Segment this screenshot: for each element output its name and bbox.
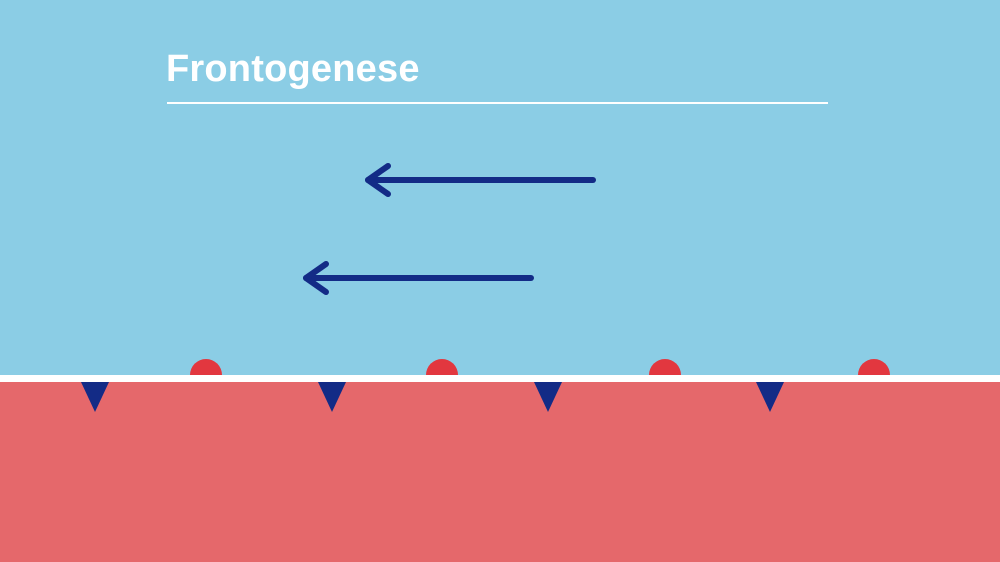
warm-front-semicircle bbox=[426, 359, 458, 375]
cold-front-triangle bbox=[534, 382, 562, 412]
warm-front-semicircle bbox=[649, 359, 681, 375]
title-underline bbox=[167, 102, 828, 104]
cold-front-triangle bbox=[318, 382, 346, 412]
wind-arrow-upper bbox=[365, 163, 596, 197]
warm-air-mass bbox=[0, 382, 1000, 562]
wind-arrow-lower bbox=[303, 261, 534, 295]
diagram-title: Frontogenese bbox=[166, 48, 420, 90]
cold-front-triangle bbox=[81, 382, 109, 412]
front-line bbox=[0, 375, 1000, 382]
warm-front-semicircle bbox=[190, 359, 222, 375]
warm-front-semicircle bbox=[858, 359, 890, 375]
cold-front-triangle bbox=[756, 382, 784, 412]
